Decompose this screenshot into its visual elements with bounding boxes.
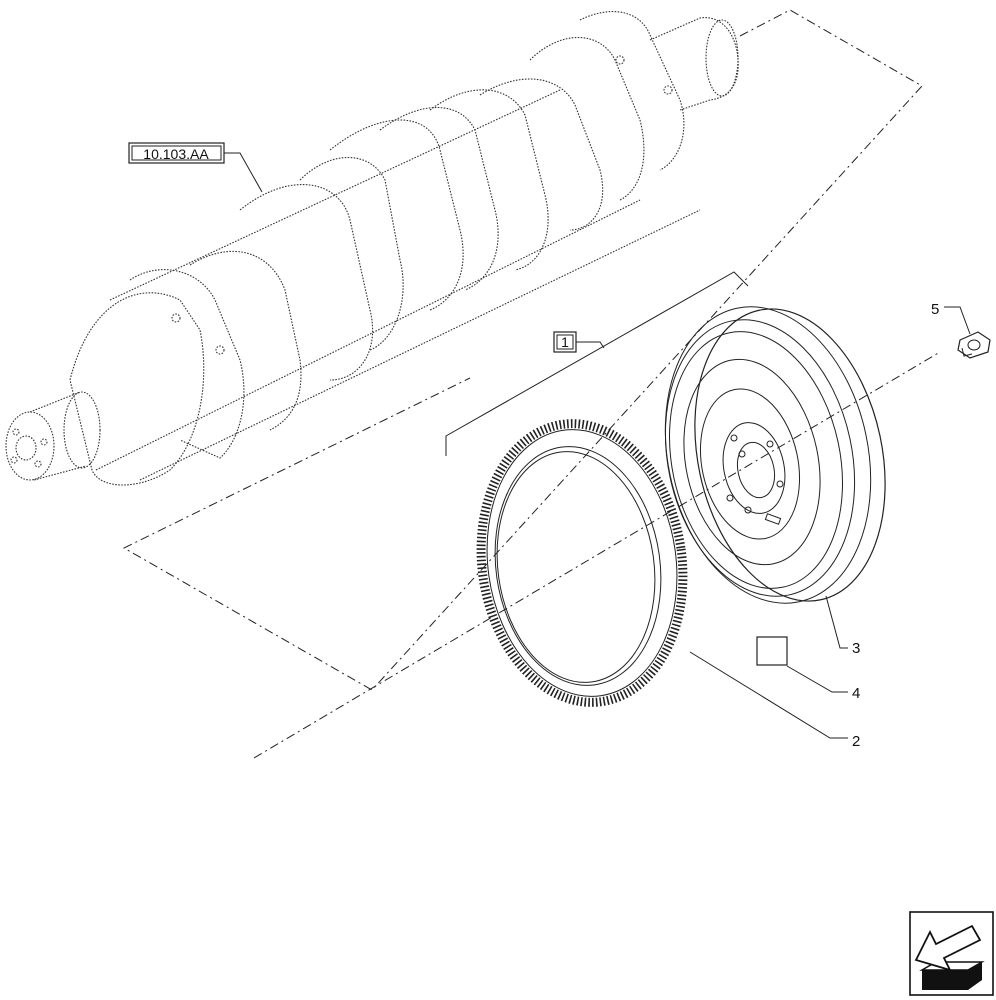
callout-5: 5 (931, 301, 939, 318)
prev-page-arrow-icon[interactable] (909, 911, 994, 996)
reference-tag-label: 10.103.AA (143, 146, 209, 162)
ring-gear (476, 419, 688, 707)
flywheel (664, 306, 886, 604)
leader-5 (944, 306, 971, 335)
decal (756, 636, 788, 666)
group-tag[interactable]: 1 (553, 331, 577, 353)
group-tag-label: 1 (561, 334, 569, 350)
group-bracket (445, 271, 749, 456)
reference-tag[interactable]: 10.103.AA (128, 142, 263, 193)
callout-3: 3 (852, 640, 860, 657)
crankshaft (5, 11, 739, 486)
leader-2 (689, 651, 848, 739)
leader-4 (786, 665, 848, 693)
assembly-outline (122, 9, 923, 691)
leader-3 (825, 595, 848, 649)
callout-4: 4 (852, 685, 860, 702)
callout-2: 2 (852, 733, 860, 750)
bolt (957, 331, 991, 359)
